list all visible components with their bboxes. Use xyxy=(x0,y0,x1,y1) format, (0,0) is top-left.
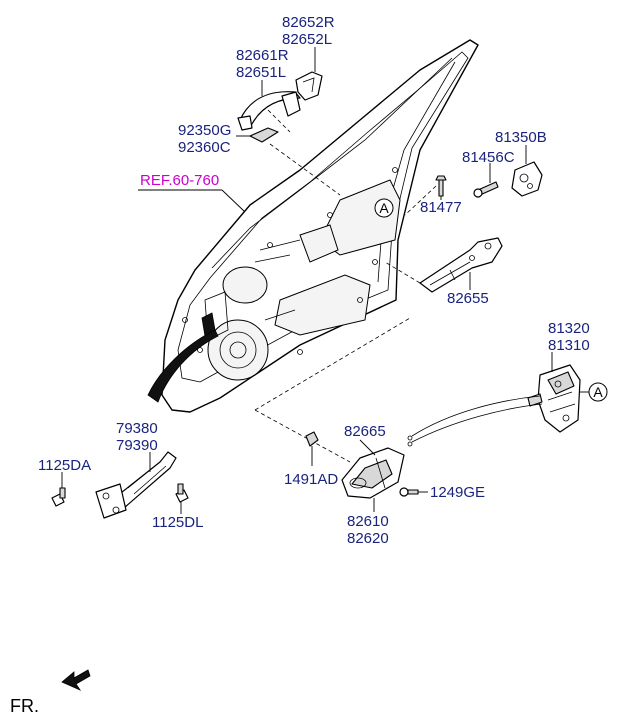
front-direction-indicator: FR. xyxy=(10,669,91,716)
outside-handle-cover-part xyxy=(295,71,323,101)
leader-82665 xyxy=(359,439,376,456)
bolt-81477-part xyxy=(435,175,447,197)
screw-1249ge-part xyxy=(399,487,419,497)
bolt-1125dl-part xyxy=(175,483,189,503)
clip-1491ad-part xyxy=(305,431,319,447)
outside-handle-frame-part xyxy=(419,237,503,293)
label-79390: 79390 xyxy=(116,437,158,454)
label-82651l: 82651L xyxy=(236,64,286,81)
label-81320: 81320 xyxy=(548,320,590,337)
callout-a-latch-text: A xyxy=(593,384,603,400)
front-door-frame xyxy=(147,39,479,413)
label-79380: 79380 xyxy=(116,420,158,437)
label-1125dl: 1125DL xyxy=(152,514,203,531)
striker-part xyxy=(511,161,543,197)
label-92360c: 92360C xyxy=(178,139,231,156)
label-1491ad: 1491AD xyxy=(284,471,338,488)
label-81310: 81310 xyxy=(548,337,590,354)
door-checker-part xyxy=(95,451,177,519)
label-1125da: 1125DA xyxy=(38,457,91,474)
label-82661r: 82661R xyxy=(236,47,289,64)
dash-pad-door xyxy=(269,143,341,196)
label-82665: 82665 xyxy=(344,423,386,440)
label-82652l: 82652L xyxy=(282,31,332,48)
label-81477: 81477 xyxy=(420,199,462,216)
bolt-1125da-part xyxy=(51,487,66,507)
door-latch-part xyxy=(527,364,581,433)
label-82610: 82610 xyxy=(347,513,389,530)
outside-handle-part xyxy=(237,91,301,131)
label-81350b: 81350B xyxy=(495,129,547,146)
callout-a-door-text: A xyxy=(379,200,389,216)
label-1249ge: 1249GE xyxy=(430,484,485,501)
door-cables xyxy=(407,395,543,447)
label-82652r: 82652R xyxy=(282,14,335,31)
reference-label: REF.60-760 xyxy=(138,172,246,213)
ref-label-text: REF.60-760 xyxy=(140,172,219,189)
dash-lower-handle xyxy=(254,409,351,463)
label-92350g: 92350G xyxy=(178,122,231,139)
dash-door-lower xyxy=(254,317,411,411)
callout-a-latch: A xyxy=(588,382,608,402)
striker-bolt-part xyxy=(473,181,499,198)
label-81456c: 81456C xyxy=(462,149,515,166)
handle-pad-part xyxy=(249,127,279,143)
label-82655: 82655 xyxy=(447,290,489,307)
dash-81477-door xyxy=(404,185,437,216)
dash-handle-door xyxy=(267,109,291,133)
label-82620: 82620 xyxy=(347,530,389,547)
inside-handle-part xyxy=(341,447,405,499)
front-label: FR. xyxy=(10,696,39,716)
front-arrow-icon xyxy=(61,669,91,691)
callout-a-door: A xyxy=(374,198,394,218)
